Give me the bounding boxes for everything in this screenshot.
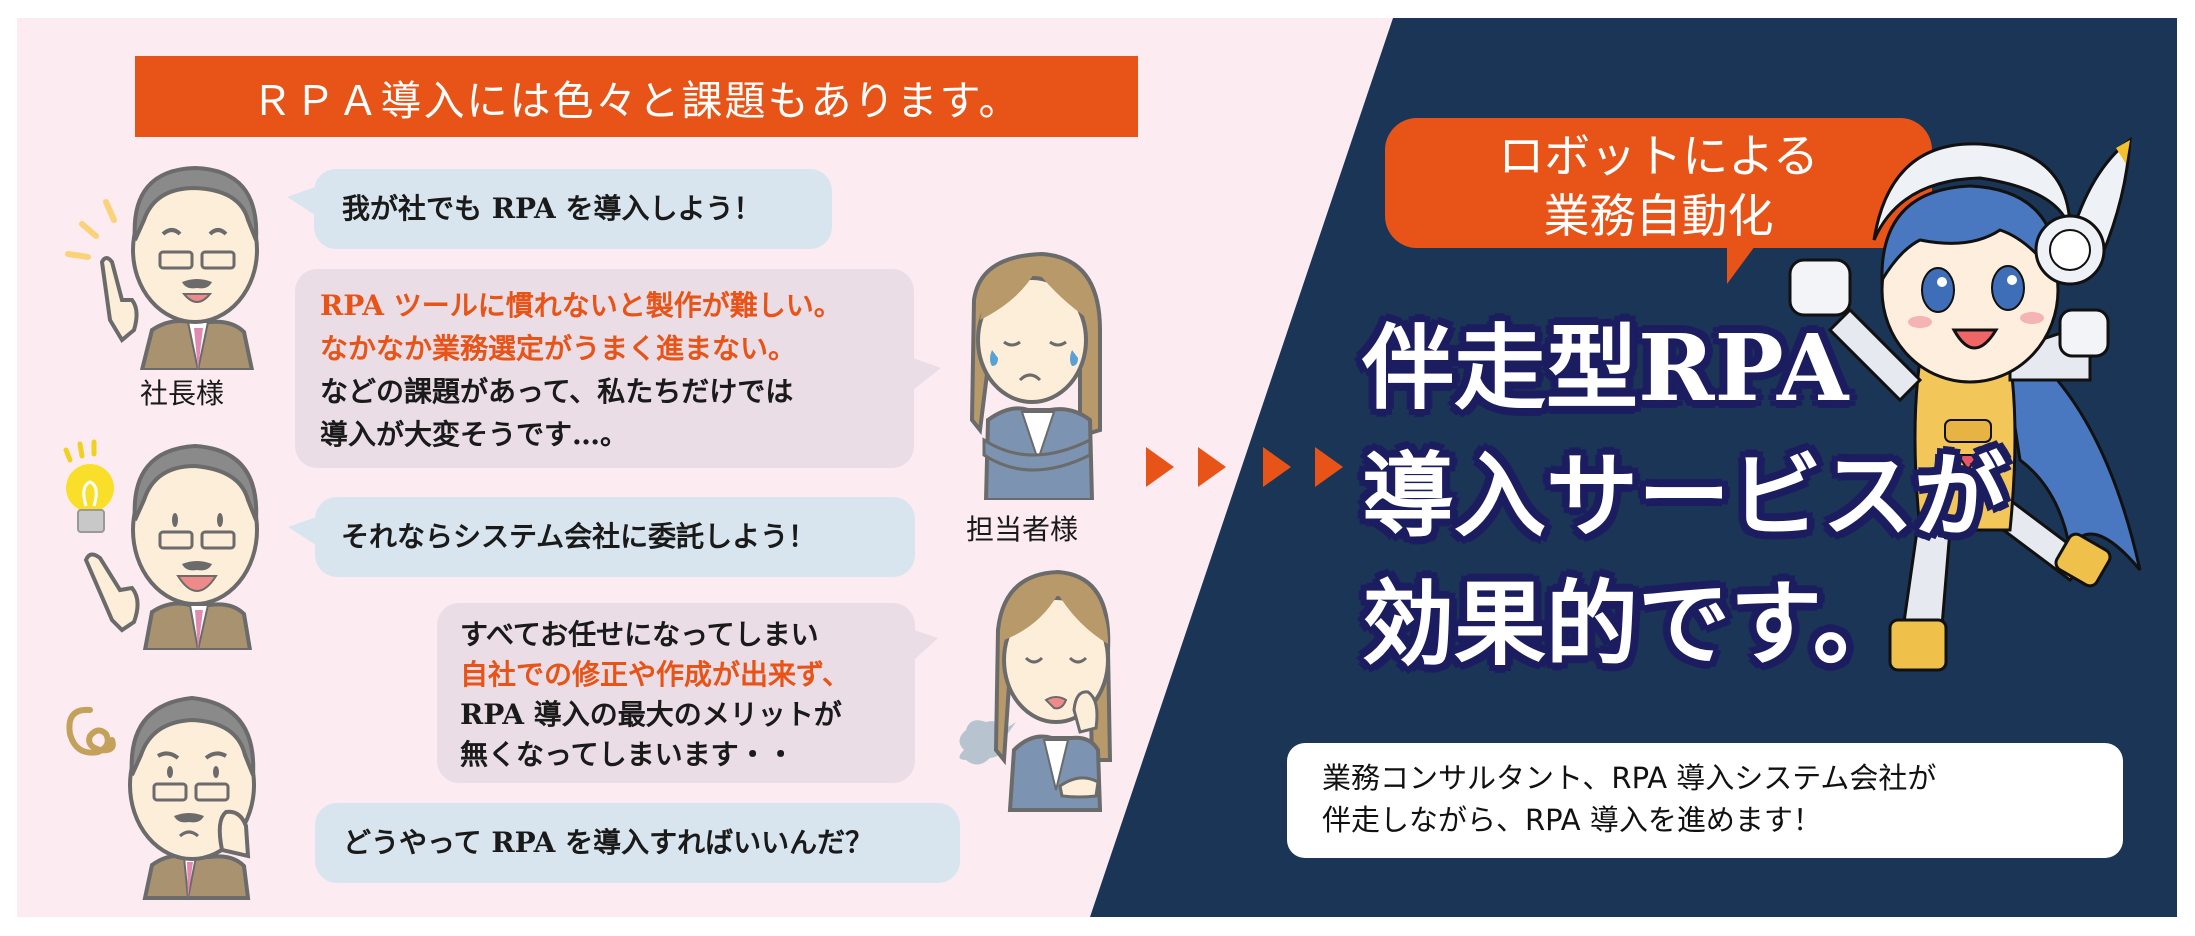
bubble-tail (287, 187, 315, 215)
callout-tail (1727, 246, 1755, 284)
bubble-text-highlight: RPA ツールに慣れないと製作が難しい。 (320, 289, 842, 322)
bubble-text: どうやって RPA を導入すればいいんだ？ (343, 826, 874, 859)
bubble-text: すべてお任せになってしまい (460, 618, 819, 651)
bubble-tail (914, 630, 938, 660)
bubble-text-highlight: 自社での修正や作成が出来ず、 (460, 658, 851, 691)
speech-bubble-staff-2: すべてお任せになってしまい 自社での修正や作成が出来ず、 RPA 導入の最大のメ… (437, 603, 915, 783)
triangle-right-icon (1146, 447, 1174, 487)
bubble-text: RPA 導入の最大のメリットが (460, 698, 842, 731)
transition-arrows (1146, 447, 1367, 487)
lightbulb-icon (63, 439, 114, 533)
issues-banner: ＲＰＡ導入には色々と課題もあります。 (135, 56, 1138, 137)
bubble-text-highlight: なかなか業務選定がうまく進まない。 (320, 332, 797, 365)
description-line: 業務コンサルタント、RPA 導入システム会社が (1322, 761, 1937, 795)
staff-avatar-troubled (969, 251, 1102, 500)
bubble-tail (913, 358, 941, 390)
issues-banner-text: ＲＰＡ導入には色々と課題もあります。 (251, 76, 1022, 125)
speech-bubble-president-3: どうやって RPA を導入すればいいんだ？ (315, 803, 960, 883)
speech-bubble-staff-1: RPA ツールに慣れないと製作が難しい。 なかなか業務選定がうまく進まない。 な… (295, 269, 914, 468)
bubble-text: 導入が大変そうです…。 (320, 418, 629, 451)
president-avatar-idea (63, 439, 259, 650)
bubble-tail (288, 517, 316, 545)
bubble-text: などの課題があって、私たちだけでは (320, 375, 794, 408)
president-label: 社長様 (140, 377, 225, 410)
bubble-text: それならシステム会社に委託しよう！ (341, 520, 817, 553)
triangle-right-icon (1315, 447, 1343, 487)
bubble-text: 無くなってしまいます・・ (460, 738, 795, 771)
triangle-right-icon (1198, 447, 1226, 487)
headline-line: 伴走型RPA (1362, 314, 1849, 422)
president-avatar-worried (66, 695, 256, 900)
speech-bubble-president-2: それならシステム会社に委託しよう！ (315, 497, 915, 577)
sparkle-icon (65, 199, 117, 260)
staff-label: 担当者様 (966, 513, 1079, 546)
confused-swirl-icon (66, 706, 116, 756)
bubble-text: 我が社でも RPA を導入しよう！ (342, 192, 762, 225)
headline-line: 効果的です。 (1362, 570, 1905, 678)
headline-line: 導入サービスが (1362, 442, 2007, 550)
description-line: 伴走しながら、RPA 導入を進めます！ (1322, 803, 1822, 837)
service-headline: 伴走型RPA 導入サービスが 効果的です。 (1362, 304, 2006, 688)
president-avatar-pointing (65, 165, 259, 370)
triangle-right-icon (1263, 447, 1291, 487)
service-description-box: 業務コンサルタント、RPA 導入システム会社が 伴走しながら、RPA 導入を進め… (1287, 743, 2123, 858)
staff-avatar-sighing (959, 569, 1113, 812)
speech-bubble-president-1: 我が社でも RPA を導入しよう！ (314, 169, 832, 249)
